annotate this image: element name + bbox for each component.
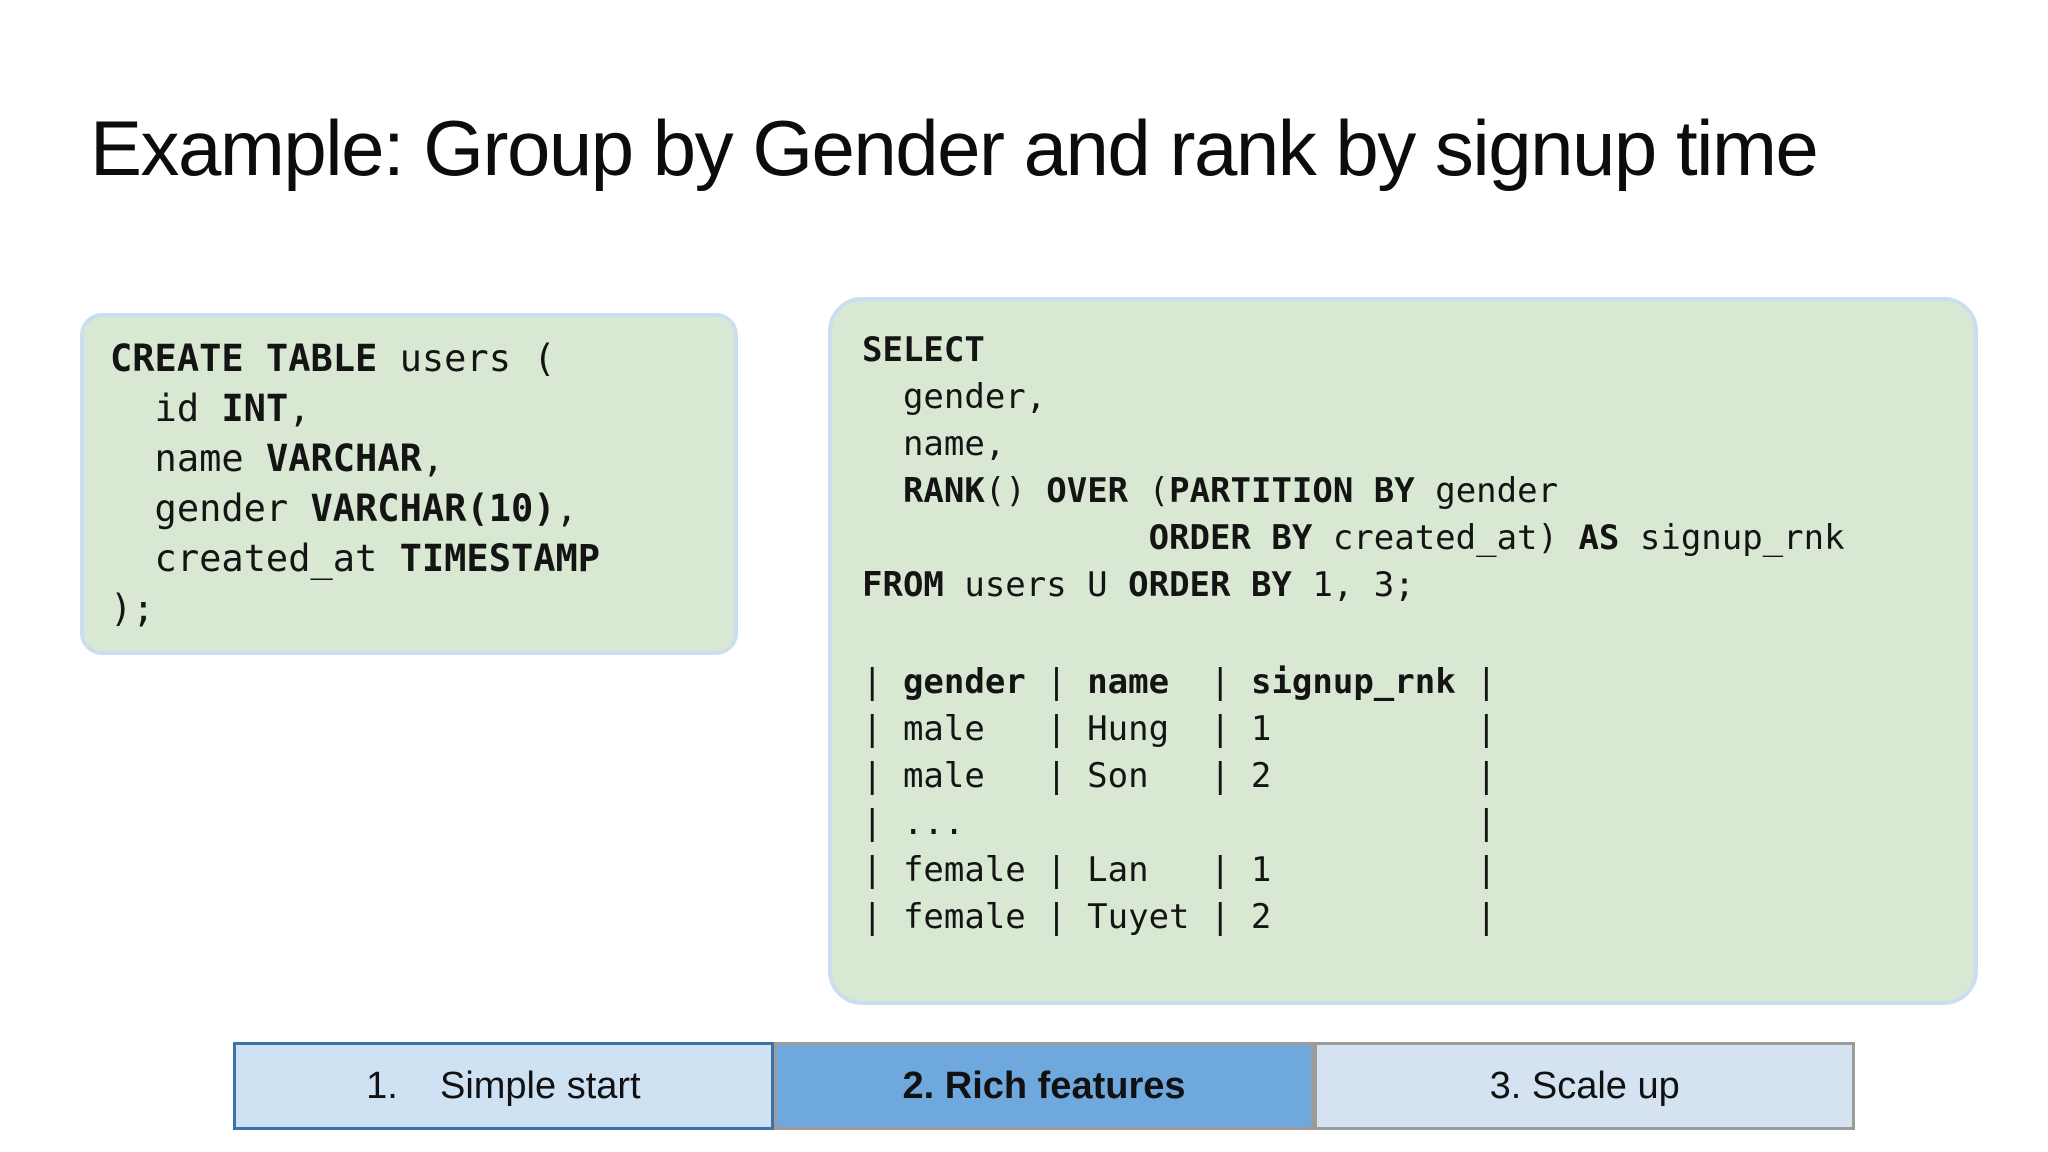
code-line: | male | Son | 2 | <box>862 756 1497 796</box>
slide-title: Example: Group by Gender and rank by sig… <box>90 104 1819 192</box>
code-line: | ... | <box>862 803 1497 843</box>
code-line: name, <box>862 424 1006 464</box>
query-result-table: | gender | name | signup_rnk | | male | H… <box>862 659 1944 941</box>
query-code-box: SELECT gender, name, RANK() OVER (PARTIT… <box>828 297 1978 1005</box>
code-line: created_at TIMESTAMP <box>110 537 601 580</box>
code-line: ); <box>110 587 155 630</box>
code-line: gender VARCHAR(10), <box>110 487 578 530</box>
code-line: ORDER BY created_at) AS signup_rnk <box>1148 518 1845 558</box>
code-line: RANK() OVER (PARTITION BY gender <box>902 471 1559 511</box>
code-line: | male | Hung | 1 | <box>862 709 1497 749</box>
code-line: CREATE TABLE users ( <box>110 337 556 380</box>
progress-step-1: 1. Simple start <box>233 1042 774 1130</box>
code-line: name VARCHAR, <box>110 437 445 480</box>
code-line: gender, <box>862 377 1047 417</box>
code-line: SELECT <box>862 330 985 370</box>
code-line: FROM users U ORDER BY 1, 3; <box>862 565 1415 605</box>
code-line: | female | Lan | 1 | <box>862 850 1497 890</box>
progress-step-3: 3. Scale up <box>1314 1042 1856 1130</box>
create-table-code: CREATE TABLE users ( id INT, name VARCHA… <box>110 334 708 634</box>
select-query-code: SELECT gender, name, RANK() OVER (PARTIT… <box>862 327 1944 609</box>
progress-step-2: 2. Rich features <box>773 1042 1315 1130</box>
create-table-code-box: CREATE TABLE users ( id INT, name VARCHA… <box>80 313 738 655</box>
code-line: | gender | name | signup_rnk | <box>862 662 1497 702</box>
code-line: id INT, <box>110 387 311 430</box>
code-line: | female | Tuyet | 2 | <box>862 897 1497 937</box>
